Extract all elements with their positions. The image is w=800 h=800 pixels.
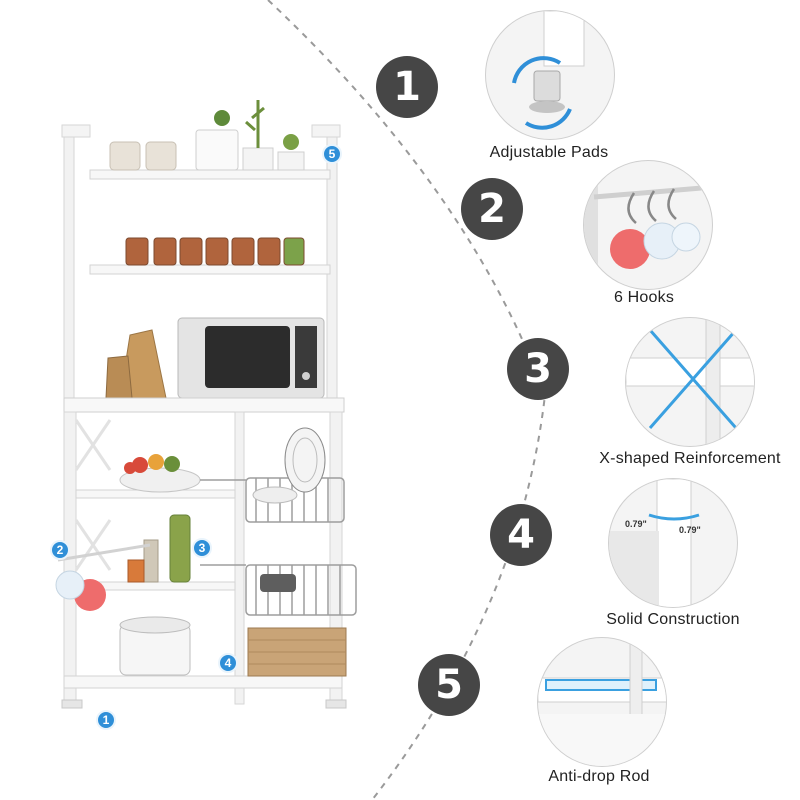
caption-x-reinforcement: X-shaped Reinforcement xyxy=(599,450,781,467)
badge-2: 2 xyxy=(50,540,70,560)
badge-5: 5 xyxy=(322,144,342,164)
step-3: 3 xyxy=(507,338,569,400)
caption-adjustable-pads: Adjustable Pads xyxy=(489,144,609,161)
step-2: 2 xyxy=(461,178,523,240)
frame-tube-icon xyxy=(609,479,700,607)
hooks-icon xyxy=(584,161,712,289)
anti-drop-rod-icon xyxy=(538,638,666,766)
badge-1: 1 xyxy=(96,710,116,730)
x-brace-icon xyxy=(626,318,754,446)
detail-adjustable-pads xyxy=(485,10,615,140)
badge-3: 3 xyxy=(192,538,212,558)
step-5: 5 xyxy=(418,654,480,716)
detail-hooks xyxy=(583,160,713,290)
adjustable-pad-icon xyxy=(512,11,585,130)
step-4: 4 xyxy=(490,504,552,566)
step-1: 1 xyxy=(376,56,438,118)
caption-anti-drop-rod: Anti-drop Rod xyxy=(548,768,650,785)
caption-solid-construction: Solid Construction xyxy=(606,611,740,628)
dimension-left-label: 0.79" xyxy=(625,519,647,529)
detail-x-reinforcement xyxy=(625,317,755,447)
badge-4: 4 xyxy=(218,653,238,673)
caption-hooks: 6 Hooks xyxy=(613,289,675,306)
dimension-right-label: 0.79" xyxy=(679,525,701,535)
detail-solid-construction: 0.79" 0.79" xyxy=(608,478,738,608)
detail-anti-drop-rod xyxy=(537,637,667,767)
